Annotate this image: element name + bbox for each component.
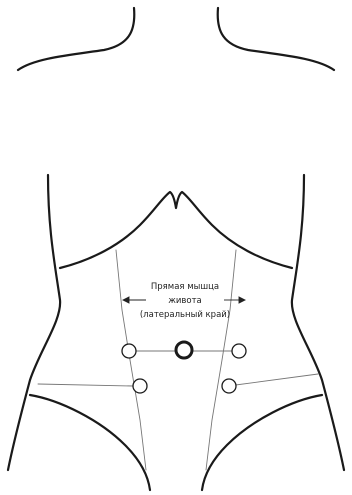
- left-neck-shoulder-curve: [18, 8, 134, 70]
- arrow-left-head: [123, 297, 129, 303]
- left-upper-port: [122, 344, 136, 358]
- right-lower-port: [222, 379, 236, 393]
- shoulders-outline: [18, 8, 334, 70]
- arrow-right-head: [239, 297, 245, 303]
- left-lower-guide-line: [38, 384, 133, 386]
- ribcage-lower-edge: [60, 192, 292, 268]
- annotation-line-1: Прямая мышца: [151, 282, 219, 292]
- ports: [122, 342, 246, 393]
- right-upper-port: [232, 344, 246, 358]
- left-inguinal-curve: [30, 395, 150, 490]
- torso-outline: [8, 175, 344, 490]
- annotation-line-2: живота: [168, 296, 202, 306]
- right-inguinal-curve: [202, 395, 322, 490]
- left-lower-port: [133, 379, 147, 393]
- umbilical-port: [176, 342, 192, 358]
- right-torso-side: [292, 175, 344, 470]
- right-lower-guide-line: [228, 374, 318, 386]
- left-torso-side: [8, 175, 60, 470]
- right-neck-shoulder-curve: [218, 8, 334, 70]
- annotation-line-3: (латеральный край): [140, 310, 230, 320]
- left-rectus-lateral-line: [116, 250, 146, 470]
